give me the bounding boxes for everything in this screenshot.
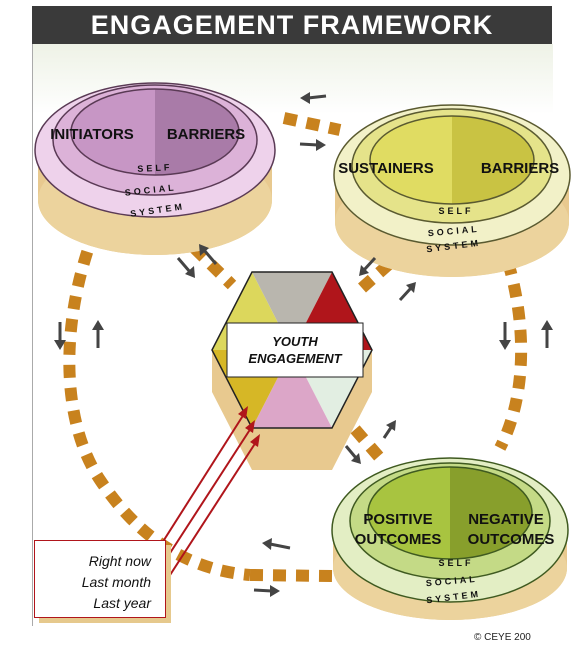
arrow-up-left-icon	[199, 244, 218, 265]
time-arrow-last-year-icon	[149, 434, 260, 607]
outcomes-inner-ring	[367, 466, 533, 560]
arrow-left-down-icon	[54, 322, 66, 350]
outcomes-self-label: SELF	[438, 558, 473, 568]
legend-last-year: Last year	[93, 595, 151, 611]
initiators-label: INITIATORS	[50, 126, 134, 143]
arrow-bottom-right-icon	[253, 585, 280, 597]
time-legend: Right now Last month Last year	[34, 540, 166, 618]
hex-seg-pink	[252, 350, 332, 428]
engagement-label: ENGAGEMENT	[248, 351, 342, 366]
arrow-down-left-icon	[176, 257, 195, 278]
outcomes-social-label: SOCIAL	[425, 574, 478, 588]
dashes-right-loop	[494, 260, 528, 451]
arrow-top-right-icon	[299, 139, 326, 151]
youth-engagement-hexagon	[211, 271, 373, 470]
arrow-bottom-left-icon	[262, 538, 291, 550]
arrow-down-right-icon	[359, 256, 377, 276]
legend-right-now: Right now	[88, 553, 151, 569]
time-arrows	[149, 406, 260, 607]
initiators-inner-ring	[70, 88, 240, 176]
dashes-left-loop	[63, 227, 251, 581]
dashes-top	[282, 112, 342, 136]
center-label-box	[226, 322, 364, 378]
negative-outcomes-line1: NEGATIVE	[468, 511, 544, 528]
legend-last-month: Last month	[81, 574, 151, 590]
positive-outcomes-line1: POSITIVE	[363, 511, 432, 528]
arrow-center-up-icon	[382, 420, 396, 439]
hexagon-base	[212, 350, 372, 470]
initiators-cluster	[34, 82, 276, 255]
sustainers-self-label: SELF	[438, 206, 473, 216]
time-arrow-last-month-icon	[149, 420, 255, 585]
arrow-top-left-icon	[300, 92, 327, 104]
arrow-up-right-icon	[398, 282, 416, 302]
dashes-bottom	[249, 569, 333, 582]
sustainers-social-label: SOCIAL	[427, 224, 480, 238]
sustainers-inner-ring	[369, 115, 535, 205]
outcomes-cluster	[331, 457, 569, 620]
title-bar: ENGAGEMENT FRAMEWORK	[32, 6, 552, 44]
initiators-self-label: SELF	[137, 162, 172, 174]
negative-outcomes-line2: OUTCOMES	[468, 531, 555, 548]
arrow-center-down-icon	[344, 445, 361, 464]
positive-outcomes-line2: OUTCOMES	[355, 531, 442, 548]
hexagon-outline	[211, 271, 373, 429]
arrow-right-down-icon	[499, 322, 511, 350]
arrow-right-up-icon	[541, 320, 553, 348]
copyright-notice: © CEYE 200	[474, 632, 531, 643]
hex-seg-grey	[252, 272, 332, 350]
youth-label: YOUTH	[272, 334, 318, 349]
sustainers-label: SUSTAINERS	[338, 160, 434, 177]
initiators-barriers-label: BARRIERS	[167, 126, 245, 143]
diagram-title: ENGAGEMENT FRAMEWORK	[90, 9, 494, 40]
time-arrow-right-now-icon	[149, 406, 248, 563]
sustainers-cluster	[333, 104, 571, 277]
direction-arrows	[54, 92, 553, 597]
arrow-left-up-icon	[92, 320, 104, 348]
sustainers-barriers-label: BARRIERS	[481, 160, 559, 177]
